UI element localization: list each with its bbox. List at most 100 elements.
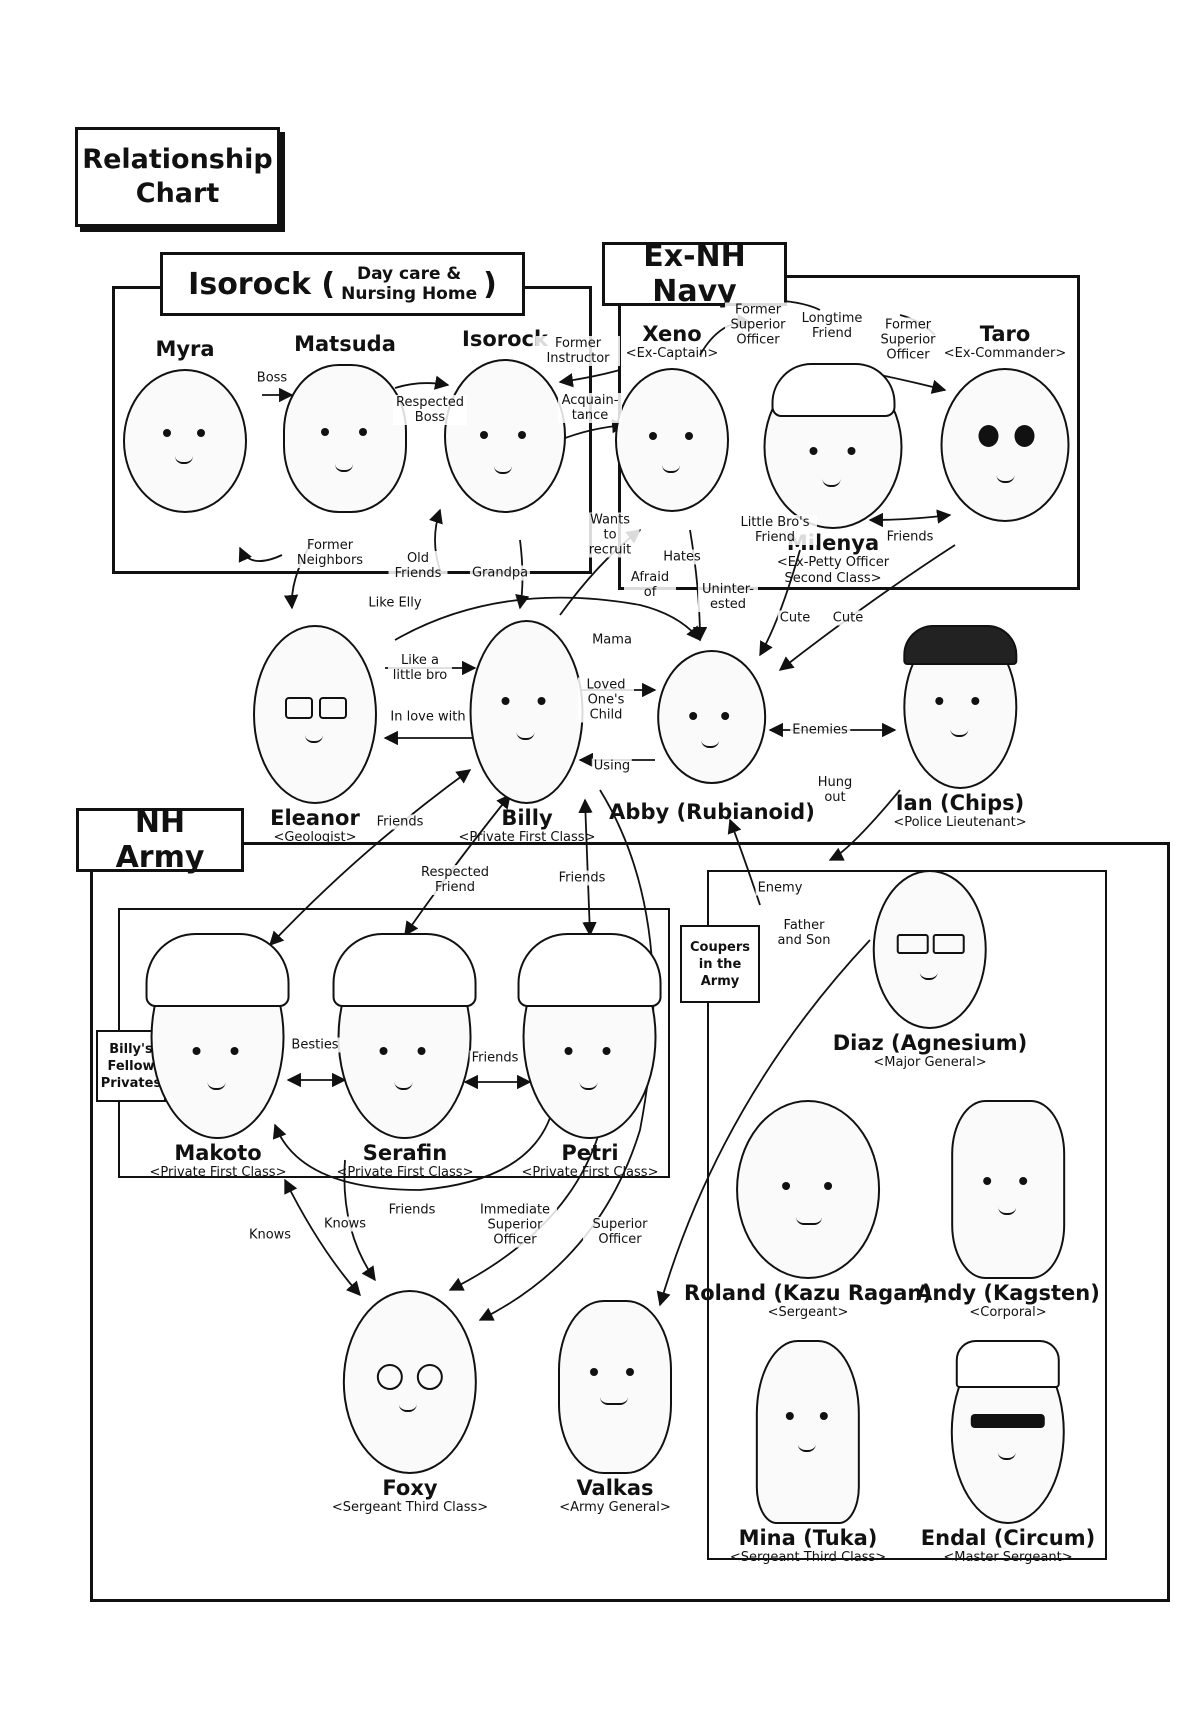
isorock-subtitle-2: Nursing Home bbox=[341, 284, 478, 304]
eye-icon bbox=[231, 1047, 239, 1055]
character-rank: <Army General> bbox=[559, 1500, 671, 1515]
relation-label: Boss bbox=[254, 370, 290, 386]
arrow-like-elly bbox=[394, 596, 701, 642]
eye-icon bbox=[982, 1177, 991, 1185]
navy-group-title: Ex-NH Navy bbox=[643, 239, 746, 309]
character-makoto: Makoto <Private First Class> bbox=[146, 933, 290, 1181]
mouth-icon bbox=[997, 1452, 1016, 1460]
fellow-line2: Fellow bbox=[107, 1058, 155, 1074]
relation-label: Former Superior Officer bbox=[725, 302, 791, 348]
relation-label: Using bbox=[591, 758, 633, 774]
portrait-petri bbox=[518, 933, 662, 1139]
arrow-billy-petri bbox=[578, 798, 597, 937]
arrow-taro-abby bbox=[778, 544, 956, 671]
character-andy: Andy (Kagsten) <Corporal> bbox=[916, 1100, 1100, 1321]
relation-label: Friends bbox=[556, 870, 608, 886]
arrow-billy-valkas bbox=[478, 789, 655, 1321]
eye-icon bbox=[820, 1412, 828, 1420]
mouth-icon bbox=[208, 1082, 226, 1090]
character-mina: Mina (Tuka) <Sergeant Third Class> bbox=[730, 1340, 886, 1566]
character-rank: <Geologist> bbox=[273, 830, 357, 845]
character-rank: <Police Lieutenant> bbox=[893, 815, 1027, 830]
portrait-makoto bbox=[146, 933, 290, 1139]
relation-label: In love with bbox=[388, 709, 468, 725]
character-rank: <Private First Class> bbox=[336, 1165, 474, 1180]
character-isorock: Isorock bbox=[444, 325, 566, 513]
character-name: Endal (Circum) bbox=[920, 1526, 1096, 1550]
mouth-icon bbox=[795, 1217, 822, 1225]
group-box-army bbox=[90, 842, 1170, 1602]
eye-icon bbox=[721, 712, 730, 720]
relation-label: Respected Friend bbox=[413, 865, 497, 895]
glasses-icon bbox=[285, 697, 313, 719]
chart-title: Relationship Chart bbox=[75, 127, 280, 227]
character-rank: <Master Sergeant> bbox=[943, 1550, 1073, 1565]
portrait-diaz bbox=[872, 870, 987, 1029]
mouth-icon bbox=[949, 729, 968, 737]
character-myra: Myra bbox=[123, 335, 247, 513]
relation-label: Afraid of bbox=[624, 570, 676, 600]
character-rank: <Ex-Commander> bbox=[943, 346, 1067, 361]
eye-icon bbox=[809, 447, 818, 455]
character-valkas: Valkas <Army General> bbox=[558, 1300, 672, 1516]
portrait-endal bbox=[950, 1340, 1065, 1524]
eye-icon bbox=[970, 697, 979, 705]
mouth-icon bbox=[662, 465, 680, 473]
glasses-icon bbox=[896, 934, 929, 954]
fellow-line3: Privates bbox=[100, 1075, 162, 1091]
eye-icon bbox=[781, 1182, 790, 1190]
eye-icon bbox=[502, 697, 510, 705]
character-name: Abby (Rubianoid) bbox=[609, 800, 815, 824]
relation-label: Besties bbox=[289, 1037, 341, 1053]
character-name: Eleanor bbox=[270, 806, 360, 830]
character-name: Taro bbox=[979, 322, 1031, 346]
character-rank: <Corporal> bbox=[969, 1305, 1047, 1320]
eye-icon bbox=[193, 1047, 201, 1055]
character-name: Billy bbox=[501, 806, 553, 830]
relation-label: Like Elly bbox=[366, 595, 424, 611]
portrait-ian bbox=[902, 625, 1017, 789]
eye-icon bbox=[978, 425, 999, 447]
arrow-matsuda-myra bbox=[238, 546, 283, 563]
character-taro: Taro <Ex-Commander> bbox=[940, 320, 1070, 522]
eye-icon bbox=[1018, 1177, 1027, 1185]
portrait-isorock bbox=[444, 359, 566, 513]
relation-label: Longtime Friend bbox=[795, 311, 869, 341]
mouth-icon bbox=[494, 466, 512, 474]
fur-hat-icon bbox=[333, 933, 477, 1007]
fellow-line1: Billy's bbox=[109, 1041, 153, 1057]
sunglasses-icon bbox=[970, 1414, 1045, 1428]
group-title-army: NH Army bbox=[76, 805, 244, 875]
fur-hat-icon bbox=[518, 933, 662, 1007]
eye-icon bbox=[380, 1047, 388, 1055]
character-name: Makoto bbox=[174, 1141, 262, 1165]
relation-label: Wants to recruit bbox=[580, 512, 640, 558]
mouth-icon bbox=[335, 464, 353, 472]
character-eleanor: Eleanor <Geologist> bbox=[253, 625, 377, 846]
mouth-icon bbox=[305, 735, 323, 743]
relation-label: Knows bbox=[246, 1227, 294, 1243]
relation-label: Immediate Superior Officer bbox=[473, 1202, 557, 1248]
mouth-icon bbox=[919, 972, 938, 980]
relation-label: Cute bbox=[777, 610, 813, 626]
character-ian: Ian (Chips) <Police Lieutenant> bbox=[893, 625, 1027, 831]
relation-label: Friends bbox=[469, 1050, 521, 1066]
character-name: Roland (Kazu Ragan) bbox=[684, 1281, 932, 1305]
portrait-taro bbox=[940, 368, 1070, 522]
relation-label: Father and Son bbox=[772, 918, 836, 948]
eye-icon bbox=[538, 697, 546, 705]
eye-icon bbox=[689, 712, 698, 720]
eye-icon bbox=[1014, 425, 1035, 447]
relation-label: Like a little bro bbox=[388, 653, 452, 683]
army-group-title: NH Army bbox=[115, 805, 205, 875]
character-foxy: Foxy <Sergeant Third Class> bbox=[332, 1290, 488, 1516]
character-petri: Petri <Private First Class> bbox=[518, 933, 662, 1181]
isorock-group-close: ) bbox=[483, 266, 497, 302]
relation-label: Grandpa bbox=[469, 565, 531, 581]
mouth-icon bbox=[395, 1082, 413, 1090]
eye-icon bbox=[518, 431, 526, 439]
arrow-makoto-foxy bbox=[284, 1178, 361, 1297]
relation-label: Uninter- ested bbox=[698, 582, 758, 612]
relation-label: Old Friends bbox=[388, 551, 448, 581]
eye-icon bbox=[197, 429, 205, 437]
